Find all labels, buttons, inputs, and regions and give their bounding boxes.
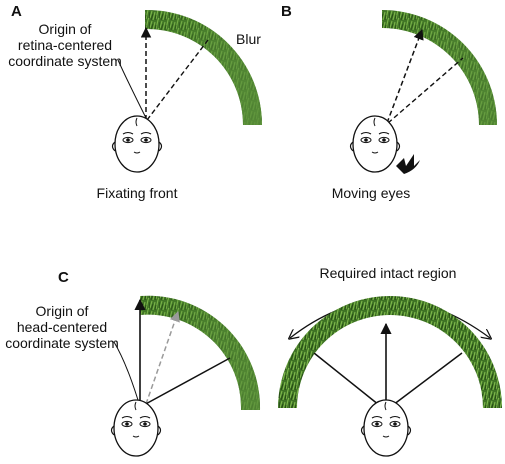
panel-b-blur-overlay [382,10,497,125]
panel-c-origin-pointer [113,341,139,401]
panel-a-dashed-ray [146,39,209,121]
panel-c: C Origin of head-centered coordinate sys… [5,269,261,457]
panel-c-gaze-arrow-gray [145,311,180,405]
panel-d-visual-field-arc [278,296,502,408]
panel-b-caption: Moving eyes [332,185,411,201]
panel-b-head [349,115,401,173]
panel-a-blur-label: Blur [236,31,261,47]
panel-c-blur-overlay [140,295,261,410]
panel-d-title: Required intact region [320,265,457,281]
panel-a-origin-pointer [117,59,147,119]
panel-b-eye-movement-icon [396,154,420,174]
panel-c-ray-right [141,357,231,407]
panel-a: A Blur Origin of retina-centered coordin… [8,3,262,201]
panel-c-origin-line1: Origin of [36,303,89,319]
panel-b-letter: B [281,3,292,20]
panel-b: B Moving eyes [281,3,497,201]
panel-d-ray-left [313,352,380,406]
panel-d-ray-right [392,352,463,406]
panel-c-head [110,399,162,457]
panel-c-origin-line3: coordinate system [5,335,119,351]
panel-c-origin-line2: head-centered [17,319,107,335]
panel-a-origin-line1: Origin of [39,21,92,37]
panel-a-origin-line3: coordinate system [8,53,122,69]
panel-d-head [360,399,412,457]
panel-c-letter: C [58,269,69,286]
panel-b-dashed-ray [387,57,464,124]
panel-a-origin-line2: retina-centered [18,37,112,53]
panel-a-head [111,115,163,173]
panel-a-caption: Fixating front [97,185,178,201]
panel-a-letter: A [11,3,22,20]
panel-d: Required intact region [278,265,502,457]
panel-b-gaze-arrow [386,29,424,124]
panel-a-blur-overlay [145,9,262,126]
